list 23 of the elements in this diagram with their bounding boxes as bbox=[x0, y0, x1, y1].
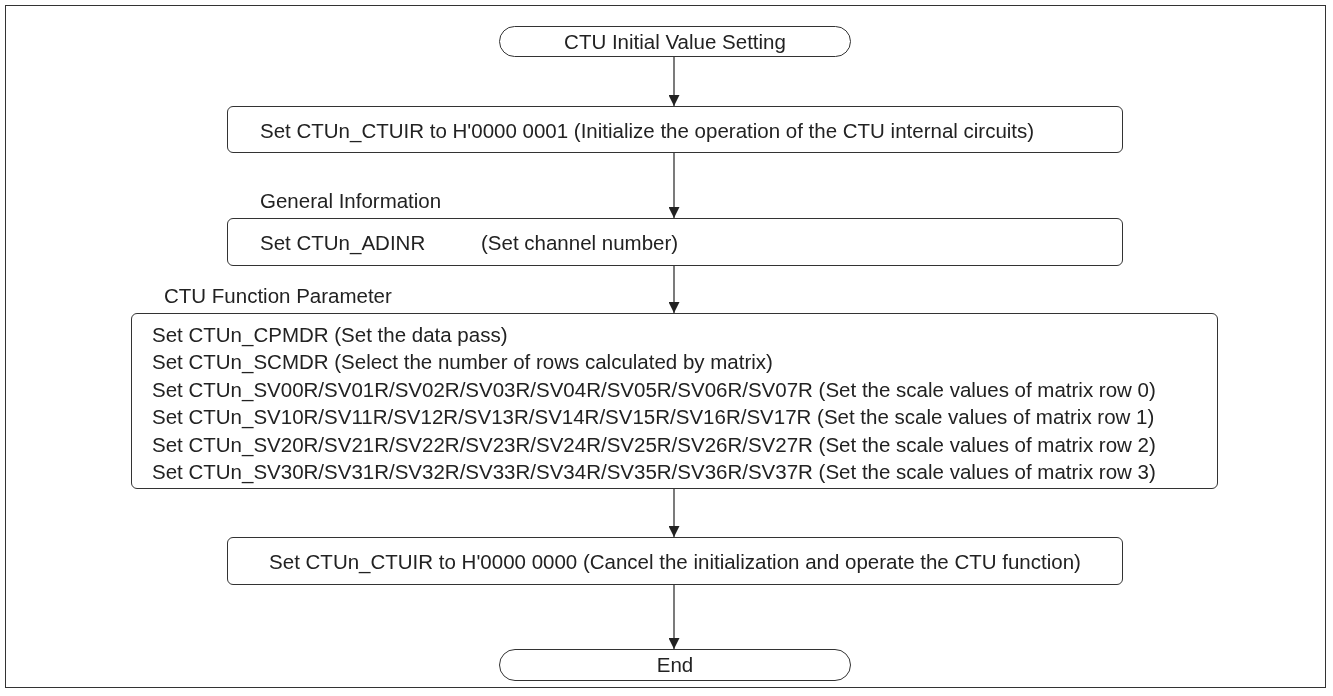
step-text: Set CTUn_SV30R/SV31R/SV32R/SV33R/SV34R/SV35R/SV36R/SV37R (Set the scale values of matrix row 3) bbox=[152, 460, 1156, 484]
process-box bbox=[227, 537, 1123, 585]
arrow bbox=[668, 584, 680, 650]
process-box bbox=[227, 106, 1123, 153]
terminal-box bbox=[499, 649, 851, 681]
step-text: Set CTUn_SV20R/SV21R/SV22R/SV23R/SV24R/SV25R/SV26R/SV27R (Set the scale values of matrix row 2) bbox=[152, 432, 1156, 457]
section-heading: General Information bbox=[260, 189, 442, 213]
terminal-label: End bbox=[656, 653, 694, 677]
terminal-label: CTU Initial Value Setting bbox=[564, 29, 786, 54]
step-text: Set CTUn_SV10R/SV11R/SV12R/SV13R/SV14R/SV15R/SV16R/SV17R (Set the scale values of matrix row 1) bbox=[152, 405, 1155, 430]
step-note: (Set channel number) bbox=[481, 231, 679, 255]
step-text: Set CTUn_SCMDR (Select the number of rows calculated by matrix) bbox=[152, 350, 773, 375]
step-text: Set CTUn_CTUIR to H'0000 0001 (Initialize the operation of the CTU internal circuits) bbox=[260, 118, 1035, 143]
step-text: Set CTUn_ADINR bbox=[260, 231, 426, 255]
arrow bbox=[668, 56, 680, 107]
arrow bbox=[668, 488, 680, 538]
terminal-box bbox=[499, 26, 851, 57]
section-heading: CTU Function Parameter bbox=[164, 284, 392, 308]
step-text: Set CTUn_CTUIR to H'0000 0000 (Cancel the initialization and operate the CTU function) bbox=[269, 550, 1081, 574]
arrow bbox=[668, 265, 680, 314]
step-text: Set CTUn_SV00R/SV01R/SV02R/SV03R/SV04R/SV05R/SV06R/SV07R (Set the scale values of matrix row 0) bbox=[152, 377, 1156, 402]
arrow bbox=[668, 152, 680, 219]
step-text: Set CTUn_CPMDR (Set the data pass) bbox=[152, 323, 508, 347]
